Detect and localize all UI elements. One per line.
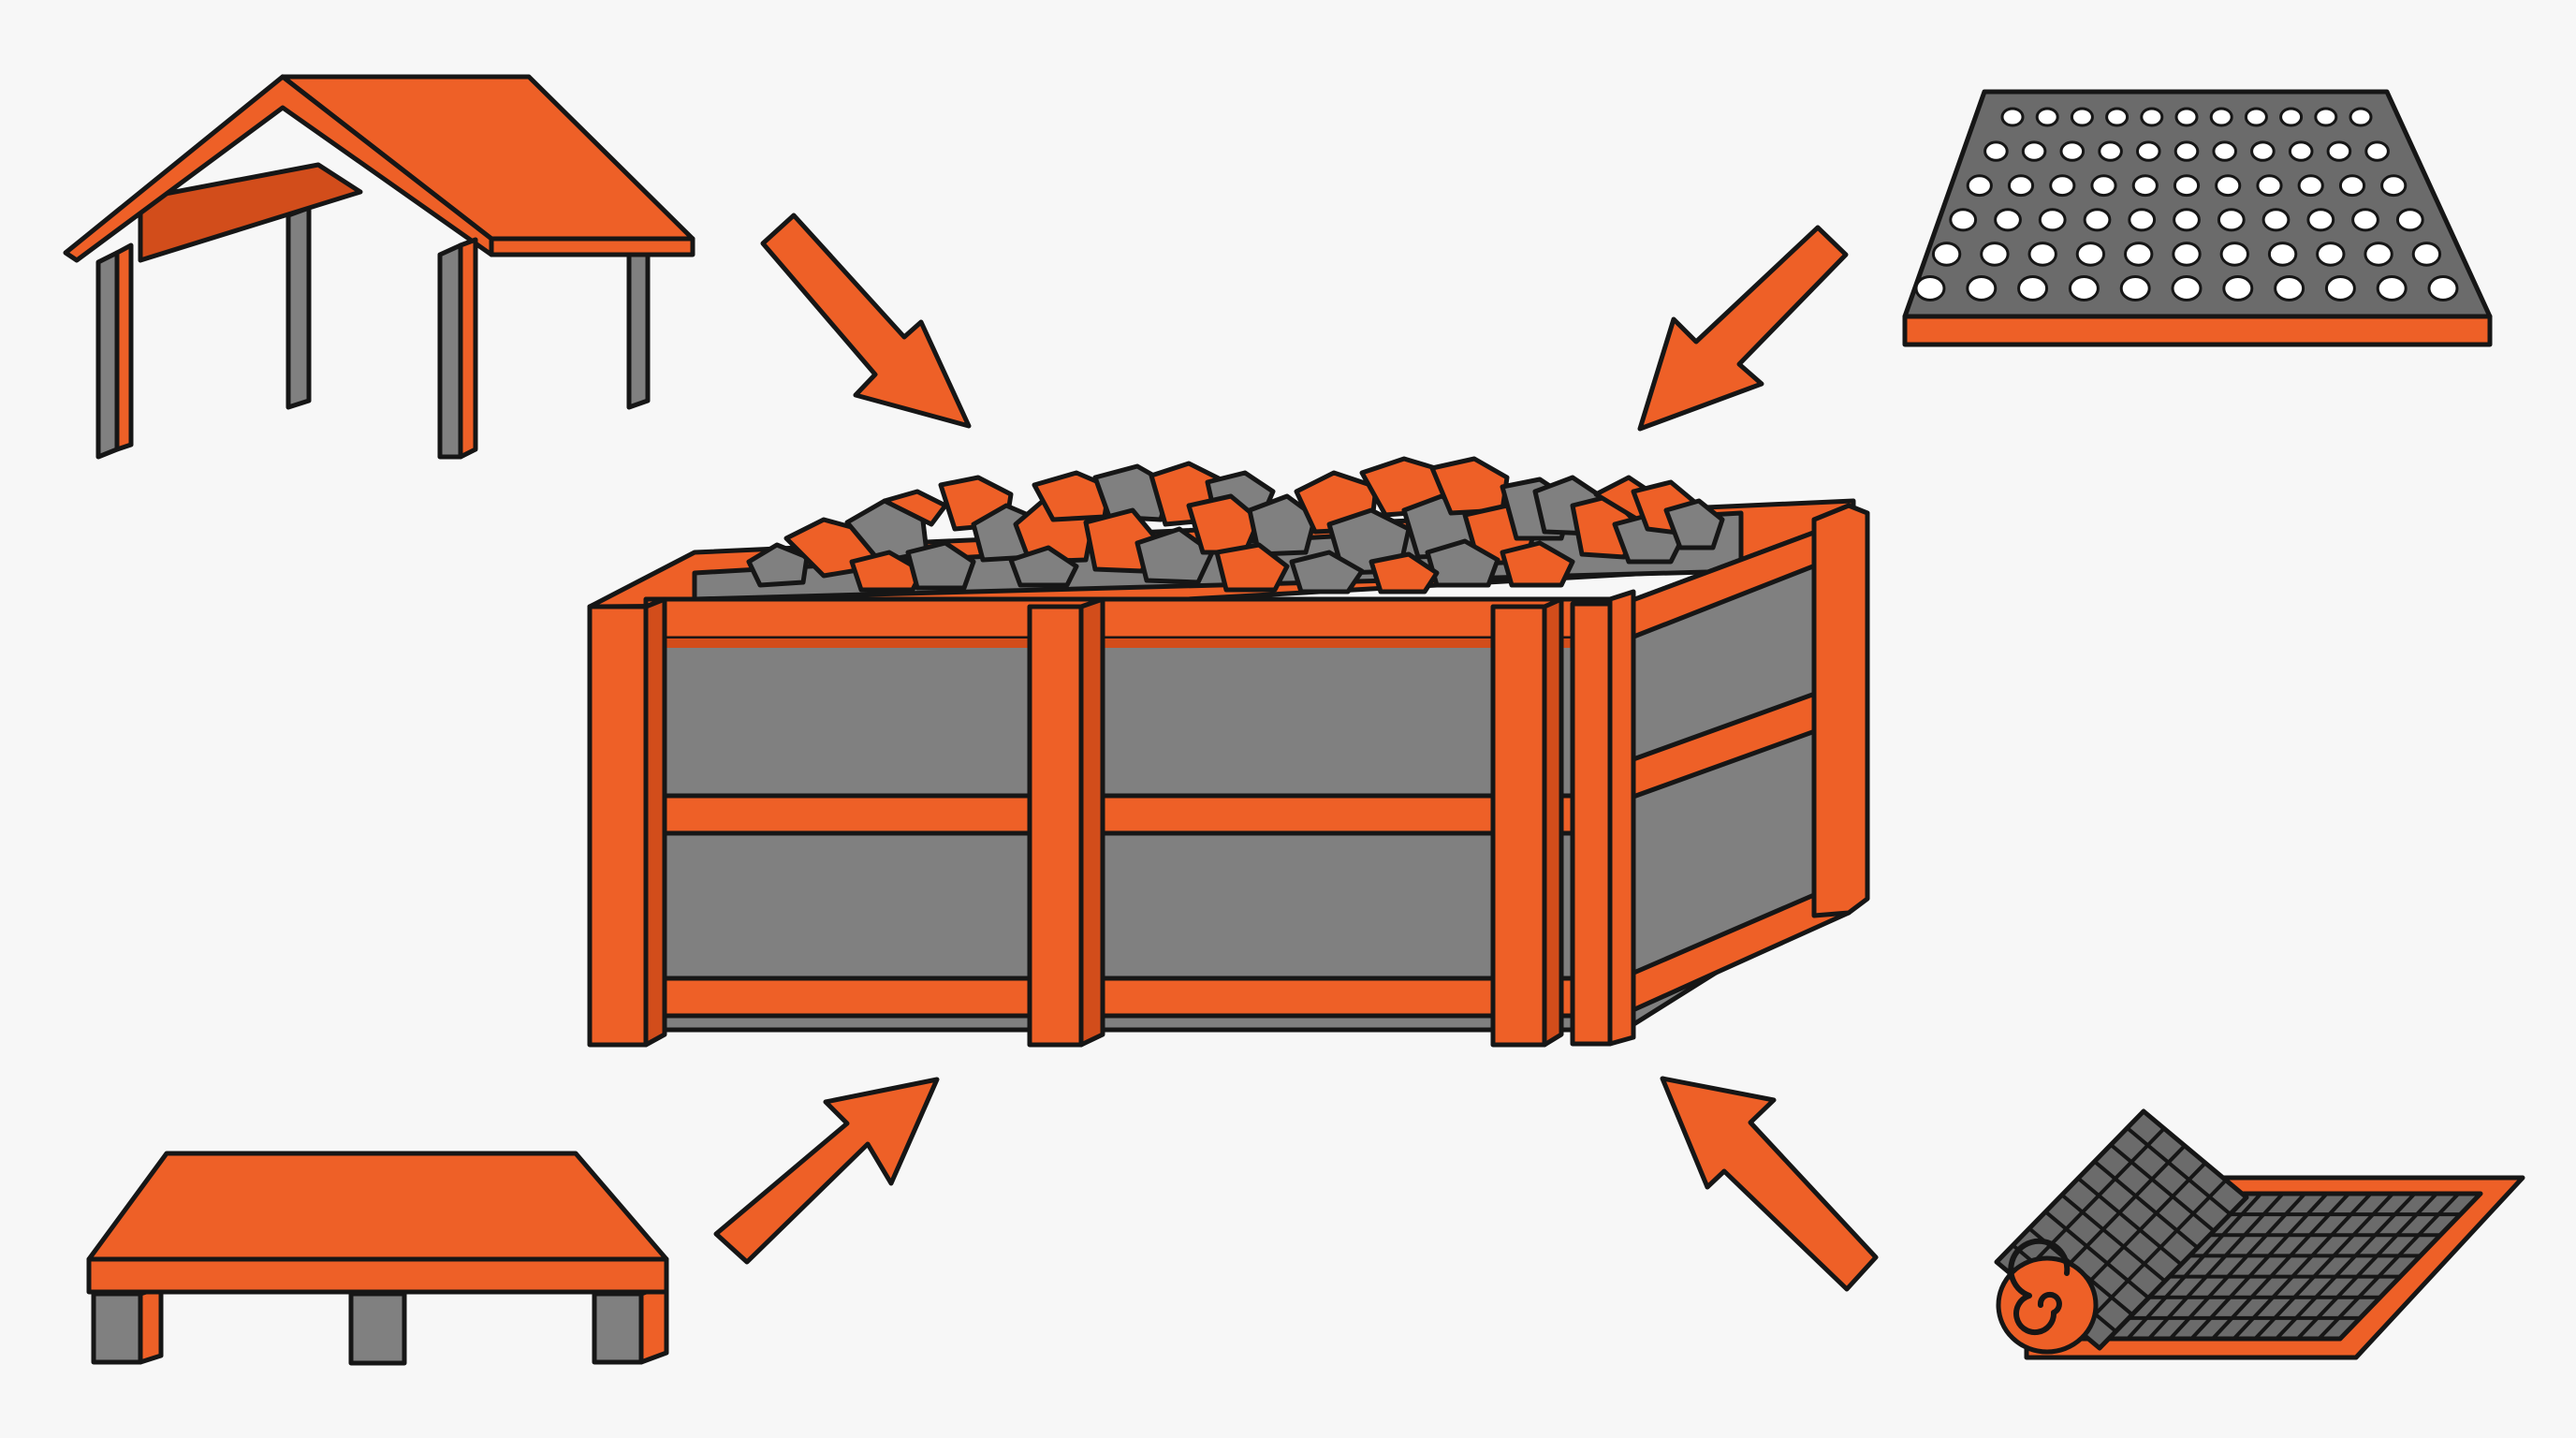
mat-hole: [2427, 275, 2459, 301]
mesh-line: [2232, 1192, 2373, 1341]
mat-hole: [2244, 107, 2268, 127]
mat-hole: [2173, 174, 2201, 198]
mat-hole: [2140, 107, 2164, 127]
mat-hole: [2173, 208, 2201, 232]
mat-hole: [2174, 140, 2200, 162]
mat-holes: [1914, 107, 2459, 301]
mat-hole: [2215, 174, 2242, 198]
mat-hole: [2212, 140, 2237, 162]
mat-hole: [2364, 140, 2390, 162]
mat-hole: [2411, 242, 2442, 267]
mat-hole: [1949, 208, 1978, 232]
mat-hole: [2027, 242, 2057, 267]
mat-hole: [2075, 242, 2106, 267]
roof-shelter-icon: [63, 74, 695, 460]
mat-hole: [2326, 140, 2352, 162]
mat-hole: [2017, 275, 2049, 301]
mesh-line: [2126, 1192, 2263, 1341]
mat-hole: [2090, 174, 2117, 198]
mat-hole: [2338, 174, 2366, 198]
mat-hole: [2083, 208, 2112, 232]
roll-line: [2059, 1193, 2167, 1284]
mat-hole: [2219, 242, 2250, 267]
mat-hole: [2105, 107, 2130, 127]
mat-hole: [2279, 107, 2304, 127]
mat-hole: [2351, 208, 2379, 232]
crate-with-stones-icon: [587, 456, 1870, 1048]
mat-hole: [2070, 107, 2094, 127]
mat-hole: [2038, 208, 2067, 232]
mat-hole: [2000, 107, 2025, 127]
pallet-icon: [86, 1151, 669, 1366]
mat-hole: [2049, 174, 2076, 198]
arrow-top-right-icon: [1637, 225, 1849, 432]
mat-hole: [2297, 174, 2324, 198]
mat-hole: [1966, 174, 1993, 198]
mat-hole: [2172, 242, 2202, 267]
arrow-top-left-icon: [760, 213, 972, 429]
mat-hole: [2035, 107, 2059, 127]
mat-hole: [2059, 140, 2086, 162]
mat-hole: [2068, 275, 2100, 301]
mat-hole: [1983, 140, 2009, 162]
roll-line: [2092, 1159, 2200, 1250]
mat-hole: [2395, 208, 2424, 232]
mat-hole: [1914, 275, 1946, 301]
arrow-bottom-left-icon: [713, 1077, 940, 1265]
mat-hole: [1994, 208, 2022, 232]
mesh-line: [2168, 1192, 2307, 1341]
mesh-line: [2274, 1192, 2417, 1341]
mat-hole: [2007, 174, 2035, 198]
mesh-line: [2189, 1192, 2329, 1341]
mat-hole: [2128, 208, 2157, 232]
mesh-line: [2317, 1192, 2461, 1341]
perforated-mat-icon: [1902, 89, 2493, 347]
mat-hole: [1931, 242, 1962, 267]
mat-hole: [2376, 275, 2408, 301]
mat-hole: [2209, 107, 2233, 127]
mat-hole: [2261, 208, 2291, 232]
roll-line: [2076, 1176, 2184, 1267]
roll-line: [2109, 1142, 2217, 1233]
mat-hole: [1980, 242, 2010, 267]
mat-hole: [2124, 242, 2154, 267]
mesh-line: [2295, 1192, 2439, 1341]
mat-hole: [2267, 242, 2298, 267]
roll-line: [2125, 1125, 2232, 1216]
arrows: [713, 213, 1879, 1292]
mat-hole: [2136, 140, 2161, 162]
mat-hole: [2131, 174, 2159, 198]
mat-hole: [2119, 275, 2151, 301]
mat-hole: [2274, 275, 2305, 301]
roll-line: [2077, 1178, 2228, 1333]
mat-hole: [2250, 140, 2276, 162]
mat-hole: [2174, 107, 2199, 127]
stone-pile: [746, 456, 1725, 594]
mat-hole: [2021, 140, 2047, 162]
mat-hole: [2380, 174, 2408, 198]
mat-hole: [2324, 275, 2356, 301]
mat-hole: [1966, 275, 1998, 301]
mat-hole: [2349, 107, 2373, 127]
mat-hole: [2316, 242, 2346, 267]
roll-line: [2015, 1126, 2166, 1282]
mesh-line: [2253, 1192, 2395, 1341]
mat-hole: [2314, 107, 2338, 127]
mesh-line: [2210, 1192, 2351, 1341]
mat-hole: [2222, 275, 2254, 301]
rolled-mesh-icon: [1994, 1108, 2525, 1360]
mat-hole: [2171, 275, 2203, 301]
mat-hole: [2098, 140, 2123, 162]
mat-hole: [2217, 208, 2246, 232]
mat-hole: [2364, 242, 2393, 267]
roll-line: [2043, 1210, 2151, 1300]
mat-hole: [2288, 140, 2314, 162]
mat-hole: [2256, 174, 2283, 198]
mesh-line: [2146, 1192, 2285, 1341]
arrow-bottom-right-icon: [1660, 1076, 1879, 1292]
mat-hole: [2306, 208, 2335, 232]
